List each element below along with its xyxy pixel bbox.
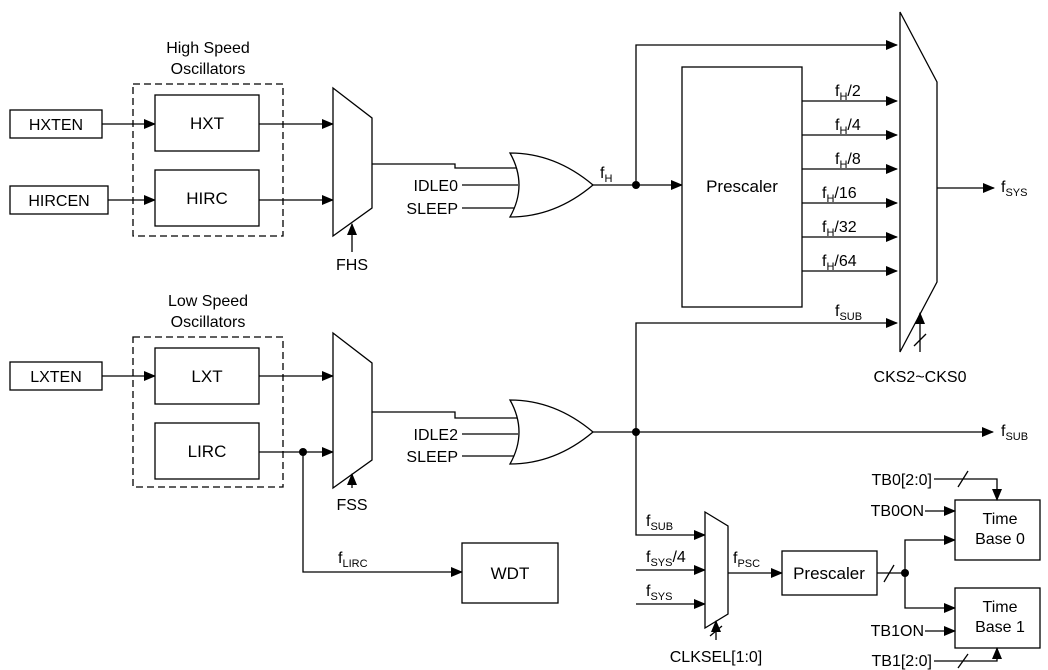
or-gate-low: [508, 399, 595, 465]
tb0on-label: TB0ON: [871, 503, 924, 520]
hircen-label: HIRCEN: [28, 193, 89, 210]
fsub-out-label: fSUB: [1001, 423, 1028, 443]
idle2-label: IDLE2: [414, 427, 459, 444]
lxten-label: LXTEN: [30, 369, 82, 386]
main-prescaler-label: Prescaler: [706, 177, 778, 196]
tb1-bits-tick: [957, 653, 969, 669]
fh8-label: fH/8: [835, 151, 861, 171]
main-prescaler: [681, 66, 803, 308]
cks-select-label: CKS2~CKS0: [874, 369, 967, 386]
high-speed-group-subtitle: Oscillators: [171, 61, 246, 78]
tb-bus-tick: [883, 564, 895, 583]
low-speed-group-subtitle: Oscillators: [171, 314, 246, 331]
idle0-label: IDLE0: [414, 178, 459, 195]
timebase-prescaler-label: Prescaler: [793, 564, 865, 583]
timebase-prescaler: [781, 550, 878, 596]
or-gate-high: [508, 152, 595, 218]
lxt-block: [154, 347, 260, 405]
timebase0-block: [954, 499, 1041, 561]
lirc-label: LIRC: [188, 442, 227, 461]
fss-mux: [332, 331, 373, 490]
hxt-block: [154, 94, 260, 152]
fsub-sysmux-label: fSUB: [835, 303, 862, 323]
fhs-mux: [332, 86, 373, 238]
lxt-label: LXT: [191, 367, 222, 386]
sleep2-label: SLEEP: [406, 449, 458, 466]
high-speed-group-title: High Speed: [166, 40, 250, 57]
lxten-box: [9, 361, 103, 391]
tb0-bits-label: TB0[2:0]: [872, 472, 932, 489]
hircen-box: [9, 185, 109, 215]
timebase0-line2: Base 0: [975, 531, 1025, 548]
hxt-label: HXT: [190, 114, 224, 133]
fss-out-wire: [372, 411, 522, 419]
pscmux-fsub-label: fSUB: [646, 513, 673, 533]
hxten-label: HXTEN: [29, 117, 83, 134]
timebase1-line1: Time: [983, 599, 1018, 616]
fss-label: FSS: [336, 497, 367, 514]
timebase0-line1: Time: [983, 511, 1018, 528]
flirc-label: fLIRC: [338, 550, 368, 570]
fsub-to-pscmux-wire: [635, 432, 706, 540]
fh2-label: fH/2: [835, 83, 861, 103]
tb1on-label: TB1ON: [871, 623, 924, 640]
prescaler-outputs: fH/2 fH/4 fH/8 fH/16 fH/32 fH/64: [802, 83, 898, 276]
high-speed-oscillators-group: [132, 83, 284, 237]
fsys-out-label: fSYS: [1001, 179, 1027, 199]
tb1-clock-wire: [904, 573, 956, 613]
clksel-bus-tick: [709, 625, 723, 637]
low-speed-oscillators-group: [132, 336, 284, 488]
tb0-bits-wire: [934, 478, 1002, 501]
fh32-label: fH/32: [822, 219, 857, 239]
psc-mux: [704, 510, 729, 630]
sleep0-label: SLEEP: [406, 201, 458, 218]
low-speed-group-title: Low Speed: [168, 293, 248, 310]
fh4-label: fH/4: [835, 117, 861, 137]
timebase1-block: [954, 587, 1041, 649]
tb0-bits-tick: [957, 470, 969, 488]
lirc-block: [154, 422, 260, 480]
pscmux-fsys4-label: fSYS/4: [646, 549, 686, 569]
fsub-to-sysmux-wire: [635, 318, 898, 432]
fhs-label: FHS: [336, 257, 368, 274]
hirc-block: [154, 169, 260, 227]
fh16-label: fH/16: [822, 185, 857, 205]
wdt-block: [461, 542, 559, 604]
fh64-label: fH/64: [822, 253, 857, 273]
tb1-bits-label: TB1[2:0]: [872, 653, 932, 670]
fpsc-label: fPSC: [733, 550, 760, 570]
wdt-label: WDT: [491, 564, 530, 583]
hirc-label: HIRC: [186, 189, 228, 208]
clksel-label: CLKSEL[1:0]: [670, 649, 763, 666]
tb1-bits-wire: [934, 647, 1002, 662]
fhs-out-wire: [372, 163, 522, 169]
pscmux-fsys-label: fSYS: [646, 583, 672, 603]
fh-direct-wire: [635, 40, 898, 185]
flirc-wire: [302, 452, 463, 577]
fsys-mux: [899, 11, 938, 353]
cks-bus-tick: [913, 333, 927, 347]
fh-label: fH: [600, 165, 612, 185]
tb0-clock-wire: [904, 535, 956, 573]
timebase1-line2: Base 1: [975, 619, 1025, 636]
